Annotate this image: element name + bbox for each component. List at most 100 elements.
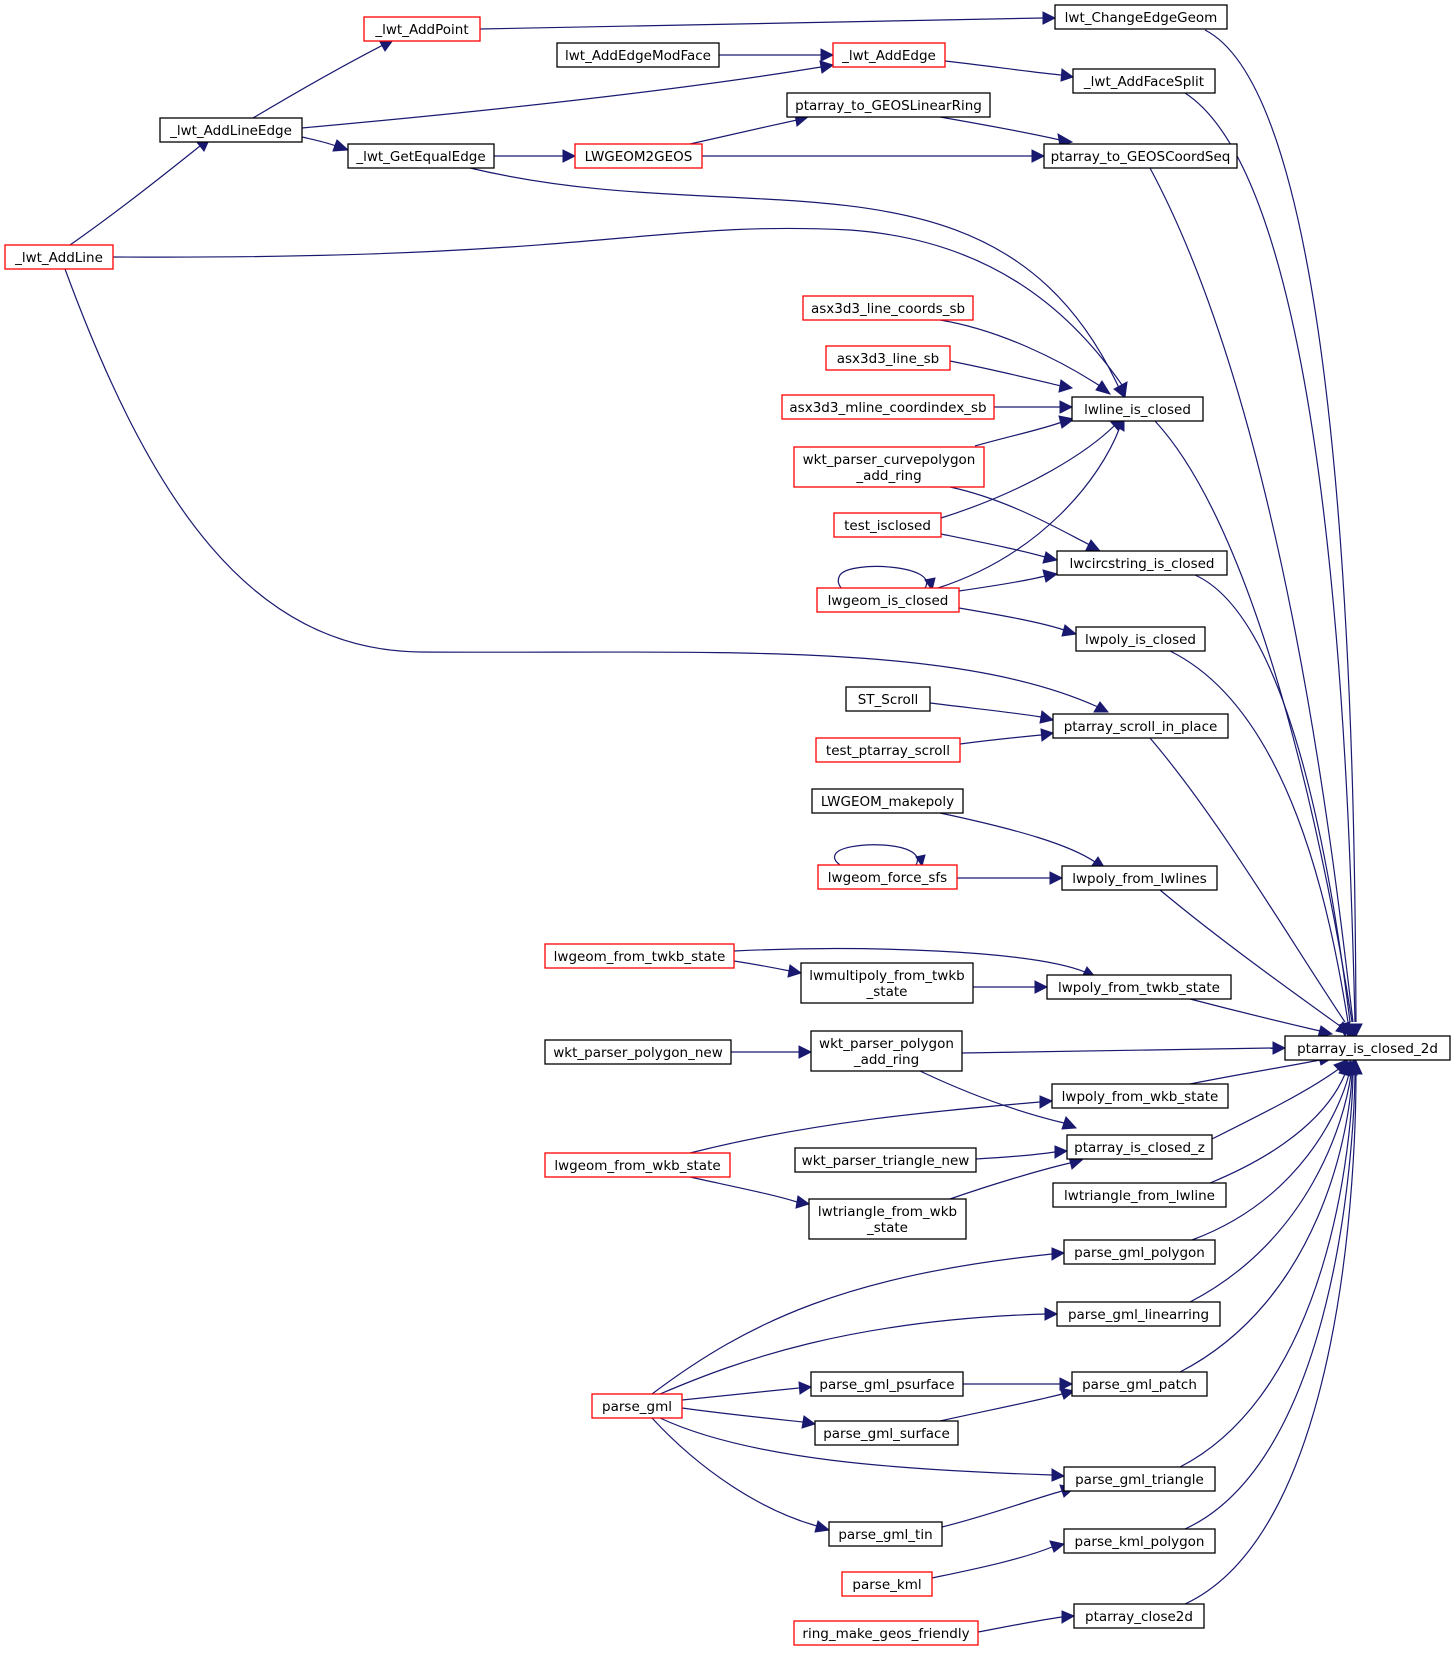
node-poly_from_twkb[interactable]: lwpoly_from_twkb_state (1046, 974, 1232, 1000)
edge-line (949, 360, 1062, 387)
node-lwcircstring[interactable]: lwcircstring_is_closed (1056, 550, 1228, 576)
arrowhead-icon (1317, 1025, 1334, 1038)
node-kml_polygon[interactable]: parse_kml_polygon (1063, 1528, 1216, 1554)
node-toGEOSLinearRing[interactable]: ptarray_to_GEOSLinearRing (786, 92, 991, 118)
node-label: _lwt_AddLine (14, 250, 103, 266)
node-multipoly_twkb[interactable]: lwmultipoly_from_twkb_state (800, 962, 974, 1004)
node-label: LWGEOM2GEOS (585, 149, 693, 165)
node-box (574, 143, 703, 169)
node-label: lwline_is_closed (1084, 402, 1191, 418)
node-poly_from_wkb[interactable]: lwpoly_from_wkb_state (1051, 1083, 1229, 1109)
node-x3d_line_coords[interactable]: asx3d3_line_coords_sb (802, 295, 974, 321)
node-label: lwpoly_is_closed (1085, 632, 1196, 648)
node-label: ptarray_close2d (1085, 1609, 1193, 1625)
node-wkt_triangle_new[interactable]: wkt_parser_triangle_new (794, 1147, 977, 1173)
node-box (793, 446, 985, 488)
node-lwline_is_closed[interactable]: lwline_is_closed (1071, 396, 1204, 422)
edge-parse_kml-to-kml_polygon (931, 1540, 1066, 1579)
edge-line (659, 1313, 1046, 1395)
node-wkt_polygon_new[interactable]: wkt_parser_polygon_new (544, 1039, 732, 1065)
node-gml_patch[interactable]: parse_gml_patch (1071, 1371, 1208, 1397)
edge-line (1189, 998, 1321, 1032)
node-box (1056, 1301, 1221, 1327)
node-geom_from_wkb[interactable]: lwgeom_from_wkb_state (544, 1152, 731, 1178)
node-AddLine[interactable]: _lwt_AddLine (4, 244, 114, 270)
node-parse_gml[interactable]: parse_gml (591, 1393, 683, 1419)
edge-parse_gml-to-gml_surface (681, 1407, 817, 1429)
edge-multipoly_twkb-to-poly_from_twkb (973, 980, 1049, 994)
node-toGEOSCoordSeq[interactable]: ptarray_to_GEOSCoordSeq (1043, 143, 1238, 169)
node-ST_Scroll[interactable]: ST_Scroll (845, 686, 931, 712)
node-box (817, 864, 958, 890)
node-GetEqualEdge[interactable]: _lwt_GetEqualEdge (347, 143, 495, 169)
node-x3d_line[interactable]: asx3d3_line_sb (825, 345, 951, 371)
node-scroll_in_place[interactable]: ptarray_scroll_in_place (1052, 713, 1229, 739)
node-force_sfs[interactable]: lwgeom_force_sfs (817, 864, 958, 890)
node-triangle_from_wkb[interactable]: lwtriangle_from_wkb_state (808, 1198, 967, 1240)
edge-ST_Scroll-to-scroll_in_place (929, 702, 1055, 724)
node-AddFaceSplit[interactable]: _lwt_AddFaceSplit (1072, 68, 1216, 94)
node-poly_from_lwlines[interactable]: lwpoly_from_lwlines (1061, 865, 1218, 891)
node-gml_linearring[interactable]: parse_gml_linearring (1056, 1301, 1221, 1327)
node-wkt_polygon_ring[interactable]: wkt_parser_polygon_add_ring (810, 1030, 963, 1072)
node-label: lwpoly_from_lwlines (1072, 871, 1206, 887)
edge-line (940, 424, 1116, 519)
edge-line (1184, 1073, 1356, 1530)
node-closed_z[interactable]: ptarray_is_closed_z (1066, 1134, 1213, 1160)
node-gml_psurface[interactable]: parse_gml_psurface (810, 1371, 964, 1397)
node-test_scroll[interactable]: test_ptarray_scroll (815, 737, 961, 763)
node-test_isclosed[interactable]: test_isclosed (833, 512, 942, 538)
node-label: _add_ring (855, 468, 921, 484)
edges-layer (64, 11, 1363, 1633)
node-label: parse_gml (602, 1399, 672, 1415)
node-label: ptarray_to_GEOSCoordSeq (1051, 149, 1231, 165)
node-gml_surface[interactable]: parse_gml_surface (814, 1420, 959, 1446)
node-AddEdgeModFace[interactable]: lwt_AddEdgeModFace (556, 42, 720, 68)
arrowhead-icon (1040, 728, 1055, 742)
node-LWGEOM2GEOS[interactable]: LWGEOM2GEOS (574, 143, 703, 169)
edge-line (949, 486, 1091, 546)
edge-line (1189, 1059, 1321, 1085)
node-box (1063, 1239, 1216, 1265)
node-close2d[interactable]: ptarray_close2d (1073, 1603, 1205, 1629)
node-x3d_mline[interactable]: asx3d3_mline_coordindex_sb (781, 394, 995, 420)
node-triangle_from_lwline[interactable]: lwtriangle_from_lwline (1052, 1182, 1227, 1208)
arrowhead-icon (1051, 1468, 1066, 1482)
node-wkt_curvepoly[interactable]: wkt_parser_curvepolygon_add_ring (793, 446, 985, 488)
edge-lwgeom_is_closed-to-lwpoly_is_closed (958, 607, 1078, 637)
node-box (4, 244, 114, 270)
node-label: lwgeom_is_closed (828, 593, 949, 609)
node-parse_kml[interactable]: parse_kml (841, 1571, 933, 1597)
node-makepoly[interactable]: LWGEOM_makepoly (811, 788, 964, 814)
node-geom_from_twkb[interactable]: lwgeom_from_twkb_state (544, 943, 735, 969)
node-box (800, 962, 974, 1004)
node-box (347, 143, 495, 169)
arrowhead-icon (1335, 1021, 1350, 1035)
node-lwgeom_is_closed[interactable]: lwgeom_is_closed (816, 587, 960, 613)
node-root[interactable]: ptarray_is_closed_2d (1284, 1035, 1451, 1061)
node-AddLineEdge[interactable]: _lwt_AddLineEdge (159, 117, 303, 143)
node-AddEdge[interactable]: _lwt_AddEdge (832, 42, 946, 68)
arrowhead-icon (1039, 710, 1055, 724)
edge-line (112, 227, 1123, 386)
node-gml_triangle[interactable]: parse_gml_triangle (1063, 1466, 1216, 1492)
node-lwpoly_is_closed[interactable]: lwpoly_is_closed (1075, 626, 1206, 652)
node-AddPoint[interactable]: _lwt_AddPoint (363, 16, 481, 42)
node-label: parse_gml_triangle (1075, 1472, 1204, 1488)
node-gml_polygon[interactable]: parse_gml_polygon (1063, 1239, 1216, 1265)
node-label: lwtriangle_from_lwline (1064, 1188, 1215, 1204)
edge-line (301, 66, 822, 129)
edge-line (939, 319, 1101, 387)
node-ring_geos[interactable]: ring_make_geos_friendly (793, 1620, 979, 1646)
arrowhead-icon (1054, 1145, 1069, 1159)
node-label: parse_gml_psurface (819, 1377, 954, 1393)
node-label: parse_gml_linearring (1068, 1307, 1209, 1323)
node-ChangeEdgeGeom[interactable]: lwt_ChangeEdgeGeom (1054, 4, 1228, 30)
node-box (814, 1420, 959, 1446)
node-label: _lwt_AddLineEdge (169, 123, 292, 139)
node-label: LWGEOM_makepoly (821, 794, 954, 810)
edge-line (1194, 574, 1351, 1023)
node-gml_tin[interactable]: parse_gml_tin (828, 1521, 943, 1547)
node-label: lwt_ChangeEdgeGeom (1065, 10, 1218, 26)
arrowhead-icon (819, 60, 835, 74)
